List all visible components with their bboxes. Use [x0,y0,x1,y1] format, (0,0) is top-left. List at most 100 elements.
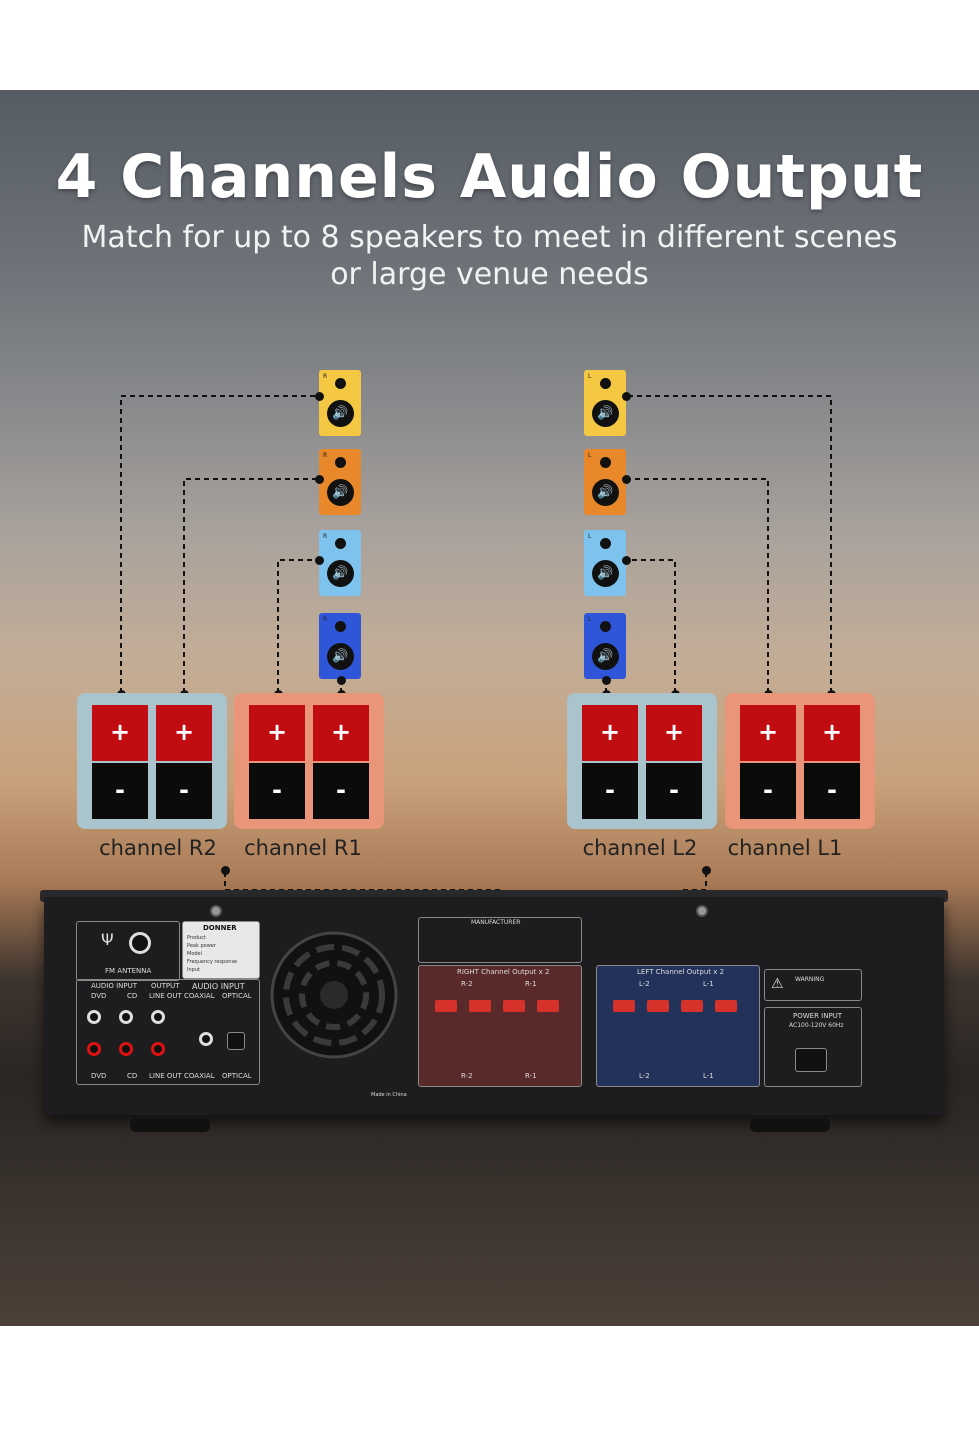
tweeter [335,621,346,632]
binding-post [647,1000,669,1012]
binding-post [613,1000,635,1012]
speaker-l-3: L 🔊 [584,530,626,596]
connection-dot [602,676,611,685]
binding-post [681,1000,703,1012]
tweeter [335,378,346,389]
l2-label: L-2 [639,980,650,988]
binding-post [715,1000,737,1012]
cooling-fan [270,931,398,1059]
connection-dot [622,392,631,401]
subtitle-line-2: or large venue needs [330,257,649,292]
screw [210,905,222,917]
connection-dot [315,475,324,484]
channel-r2-label: channel R2 [99,836,217,860]
channel-l1-terminals: + + - - [725,693,875,829]
speaker-r-1: R 🔊 [319,370,361,436]
speaker-l-2: L 🔊 [584,449,626,515]
speaker-label: L [588,373,592,380]
antenna-icon: Ψ [101,930,114,949]
plus-terminal: + [156,705,212,761]
minus-terminal: - [249,763,305,819]
product-scene: 4 Channels Audio Output Match for up to … [0,90,979,1326]
minus-terminal: - [92,763,148,819]
line-out-left-jack [151,1010,165,1024]
speaker-icon: 🔊 [592,643,619,670]
tweeter [600,621,611,632]
audio-input-panel: AUDIO INPUT OUTPUT AUDIO INPUT DVD CD LI… [76,979,260,1085]
connection-dot [315,556,324,565]
cd-label-bottom: CD [127,1072,138,1080]
connection-dot [702,866,711,875]
speaker-icon: 🔊 [327,560,354,587]
warning-label: ⚠ WARNING [764,969,862,1001]
r2-label-bottom: R-2 [461,1072,473,1080]
warning-icon: ⚠ [771,976,784,992]
brand-name: DONNER [203,924,237,932]
speaker-icon: 🔊 [592,479,619,506]
antenna-panel: Ψ FM ANTENNA [76,921,180,981]
spec-label: DONNER Product Peak power Model Frequenc… [182,921,260,979]
minus-terminal: - [646,763,702,819]
r1-label: R-1 [525,980,537,988]
screw [696,905,708,917]
spec-row: Peak power [187,943,216,949]
amplifier-foot [750,1118,830,1132]
fm-antenna-label: FM ANTENNA [105,967,152,975]
connection-dot [337,676,346,685]
spec-row: Frequency response [187,959,238,965]
plus-terminal: + [646,705,702,761]
speaker-l-4: L 🔊 [584,613,626,679]
power-input-label: POWER INPUT [793,1012,843,1020]
right-output-panel: RIGHT Channel Output x 2 R-2 R-1 R-2 R-1 [418,965,582,1087]
amplifier-foot [130,1118,210,1132]
audio-input-label: AUDIO INPUT [91,982,138,990]
plus-terminal: + [740,705,796,761]
amplifier-rear-panel: Ψ FM ANTENNA DONNER Product Peak power M… [44,897,944,1115]
output-label: OUTPUT [151,982,180,990]
connection-dot [315,392,324,401]
spec-row: Input [187,967,200,973]
r2-label: R-2 [461,980,473,988]
cd-right-jack [119,1042,133,1056]
cd-left-jack [119,1010,133,1024]
speaker-r-4: R 🔊 [319,613,361,679]
coaxial-jack [199,1032,213,1046]
plus-terminal: + [582,705,638,761]
coaxial-label-bottom: COAXIAL [184,1072,215,1080]
r1-label-bottom: R-1 [525,1072,537,1080]
speaker-label: L [588,616,592,623]
tweeter [600,378,611,389]
speaker-icon: 🔊 [327,479,354,506]
channel-r1-terminals: + + - - [234,693,384,829]
speaker-r-3: R 🔊 [319,530,361,596]
minus-terminal: - [582,763,638,819]
antenna-jack [129,932,151,954]
optical-port [227,1032,245,1050]
minus-terminal: - [156,763,212,819]
subtitle-line-1: Match for up to 8 speakers to meet in di… [81,220,898,255]
l1-label: L-1 [703,980,714,988]
line-out-label-bottom: LINE OUT [149,1072,182,1080]
speaker-label: R [323,373,328,380]
plus-terminal: + [313,705,369,761]
channel-r2-terminals: + + - - [77,693,227,829]
optical-label: OPTICAL [222,992,252,1000]
made-in-label: Made in China [371,1092,407,1098]
spec-row: Model [187,951,203,957]
speaker-icon: 🔊 [327,643,354,670]
binding-post [435,1000,457,1012]
speaker-r-2: R 🔊 [319,449,361,515]
tweeter [600,538,611,549]
minus-terminal: - [740,763,796,819]
binding-post [469,1000,491,1012]
speaker-label: L [588,452,592,459]
power-socket [795,1048,827,1072]
warning-text: WARNING [795,976,825,983]
manufacturer-label: MANUFACTURER [418,917,582,963]
line-out-label: LINE OUT [149,992,182,1000]
right-output-label: RIGHT Channel Output x 2 [457,968,550,976]
plus-terminal: + [804,705,860,761]
binding-post [503,1000,525,1012]
speaker-label: R [323,616,328,623]
channel-r1-label: channel R1 [244,836,362,860]
